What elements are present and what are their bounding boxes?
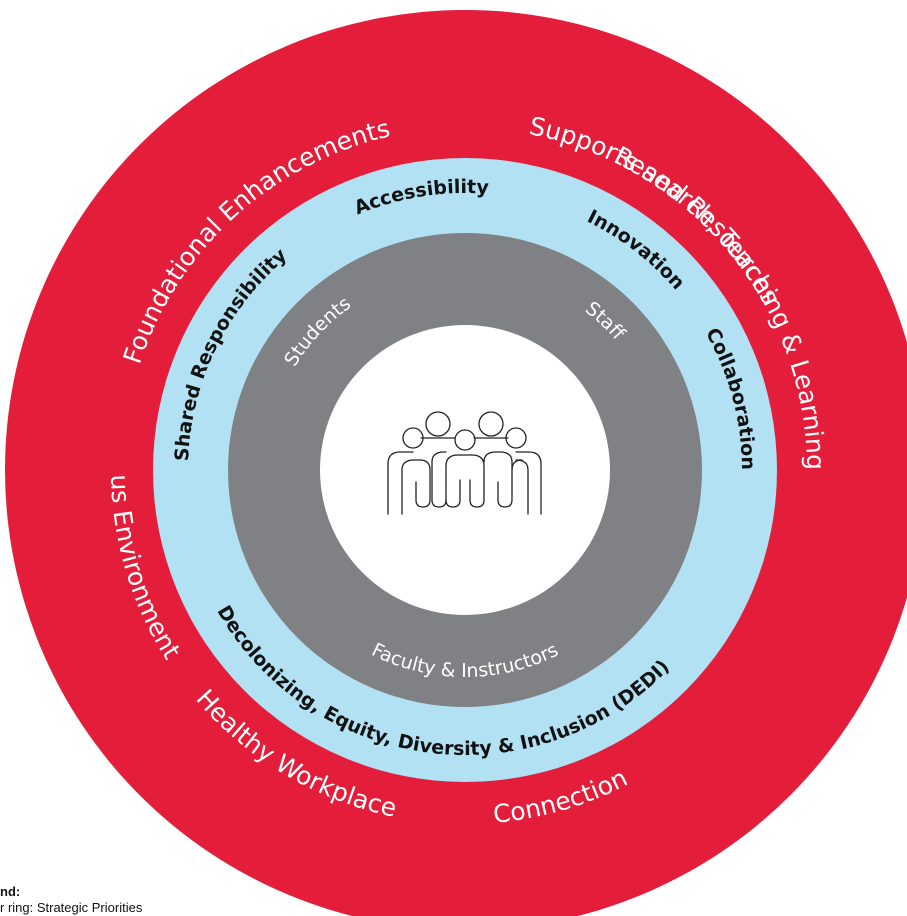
legend-item-outer-ring: r ring: Strategic Priorities <box>0 900 143 915</box>
people-group-icon <box>387 411 542 515</box>
center-circle <box>320 325 610 615</box>
legend-title: nd: <box>0 884 21 899</box>
legend: nd: r ring: Strategic Priorities <box>0 884 300 916</box>
